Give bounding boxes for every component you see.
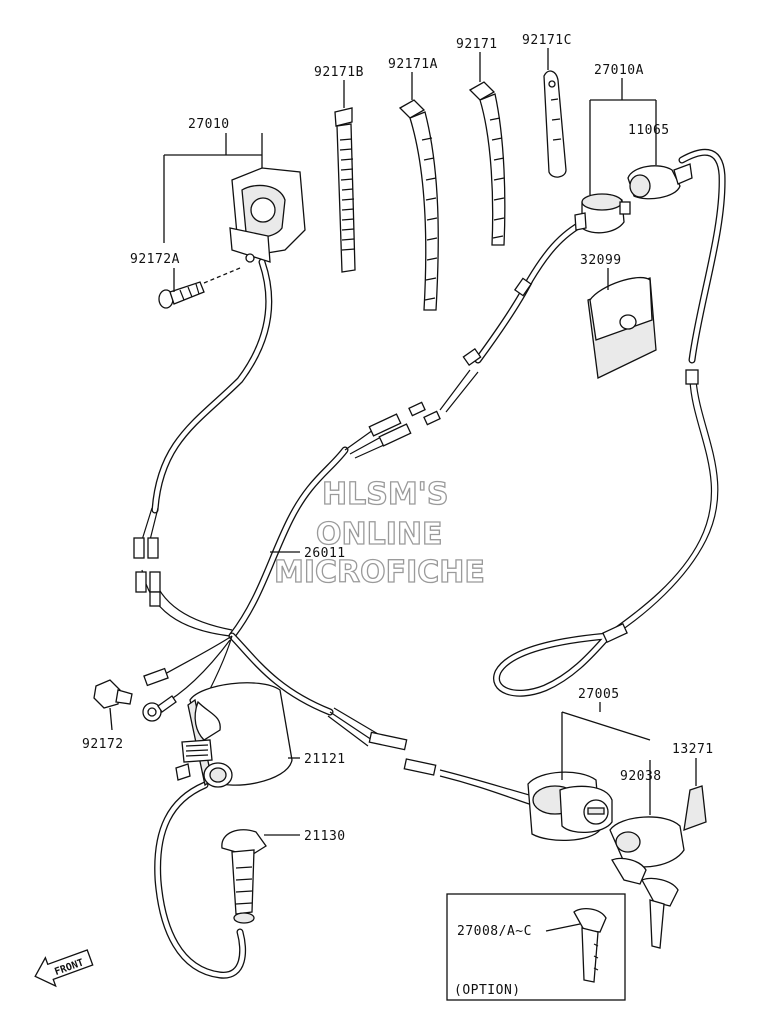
option-label: (OPTION) <box>454 983 521 998</box>
watermark-line-1: HLSM'S <box>322 477 448 512</box>
label-26011: 26011 <box>304 546 346 561</box>
part-13271 <box>683 785 707 831</box>
label-92171C: 92171C <box>522 33 572 48</box>
option-box <box>446 893 626 1001</box>
label-27010A: 27010A <box>594 63 644 78</box>
clip-92171C <box>543 70 567 178</box>
part-labels: 27010 92172A 92171B 92171A 92171 92171C … <box>82 33 714 998</box>
wire-harness <box>141 148 726 979</box>
cable-tie-92171B <box>334 107 356 273</box>
label-92172A: 92172A <box>130 252 180 267</box>
label-32099: 32099 <box>580 253 622 268</box>
connectors-top <box>368 401 441 447</box>
front-arrow: FRONT <box>34 949 94 988</box>
switch-27010 <box>229 167 306 263</box>
switch-27005 <box>527 771 613 842</box>
bolt-92172 <box>93 679 133 731</box>
screw-92172A <box>158 267 241 309</box>
harness-sleeves <box>462 277 699 644</box>
keys <box>611 857 679 949</box>
label-92038: 92038 <box>620 769 662 784</box>
connectors-lower <box>143 667 437 776</box>
label-27005: 27005 <box>578 687 620 702</box>
label-21121: 21121 <box>304 752 346 767</box>
connectors-left <box>133 537 161 607</box>
watermark-line-2: ONLINE <box>316 517 443 552</box>
ring-terminal <box>142 695 177 722</box>
label-21130: 21130 <box>304 829 346 844</box>
label-27010: 27010 <box>188 117 230 132</box>
label-92172: 92172 <box>82 737 124 752</box>
watermark: HLSM'S ONLINE MICROFICHE <box>273 476 485 590</box>
watermark-line-3: MICROFICHE <box>274 555 485 590</box>
cable-tie-92171 <box>468 81 506 246</box>
plug-cap-21130 <box>221 829 267 924</box>
label-92171: 92171 <box>456 37 498 52</box>
label-11065: 11065 <box>628 123 670 138</box>
cable-tie-92171A <box>398 99 439 311</box>
label-92171B: 92171B <box>314 65 364 80</box>
coil-21121 <box>175 682 293 788</box>
cap-11065 <box>627 163 693 200</box>
label-27008: 27008/A~C <box>457 924 532 939</box>
pouch-32099 <box>587 276 657 379</box>
label-92171A: 92171A <box>388 57 438 72</box>
label-13271: 13271 <box>672 742 714 757</box>
leader-lines <box>163 48 697 932</box>
key-cap-92038 <box>609 816 685 868</box>
switch-27010A <box>574 193 631 234</box>
